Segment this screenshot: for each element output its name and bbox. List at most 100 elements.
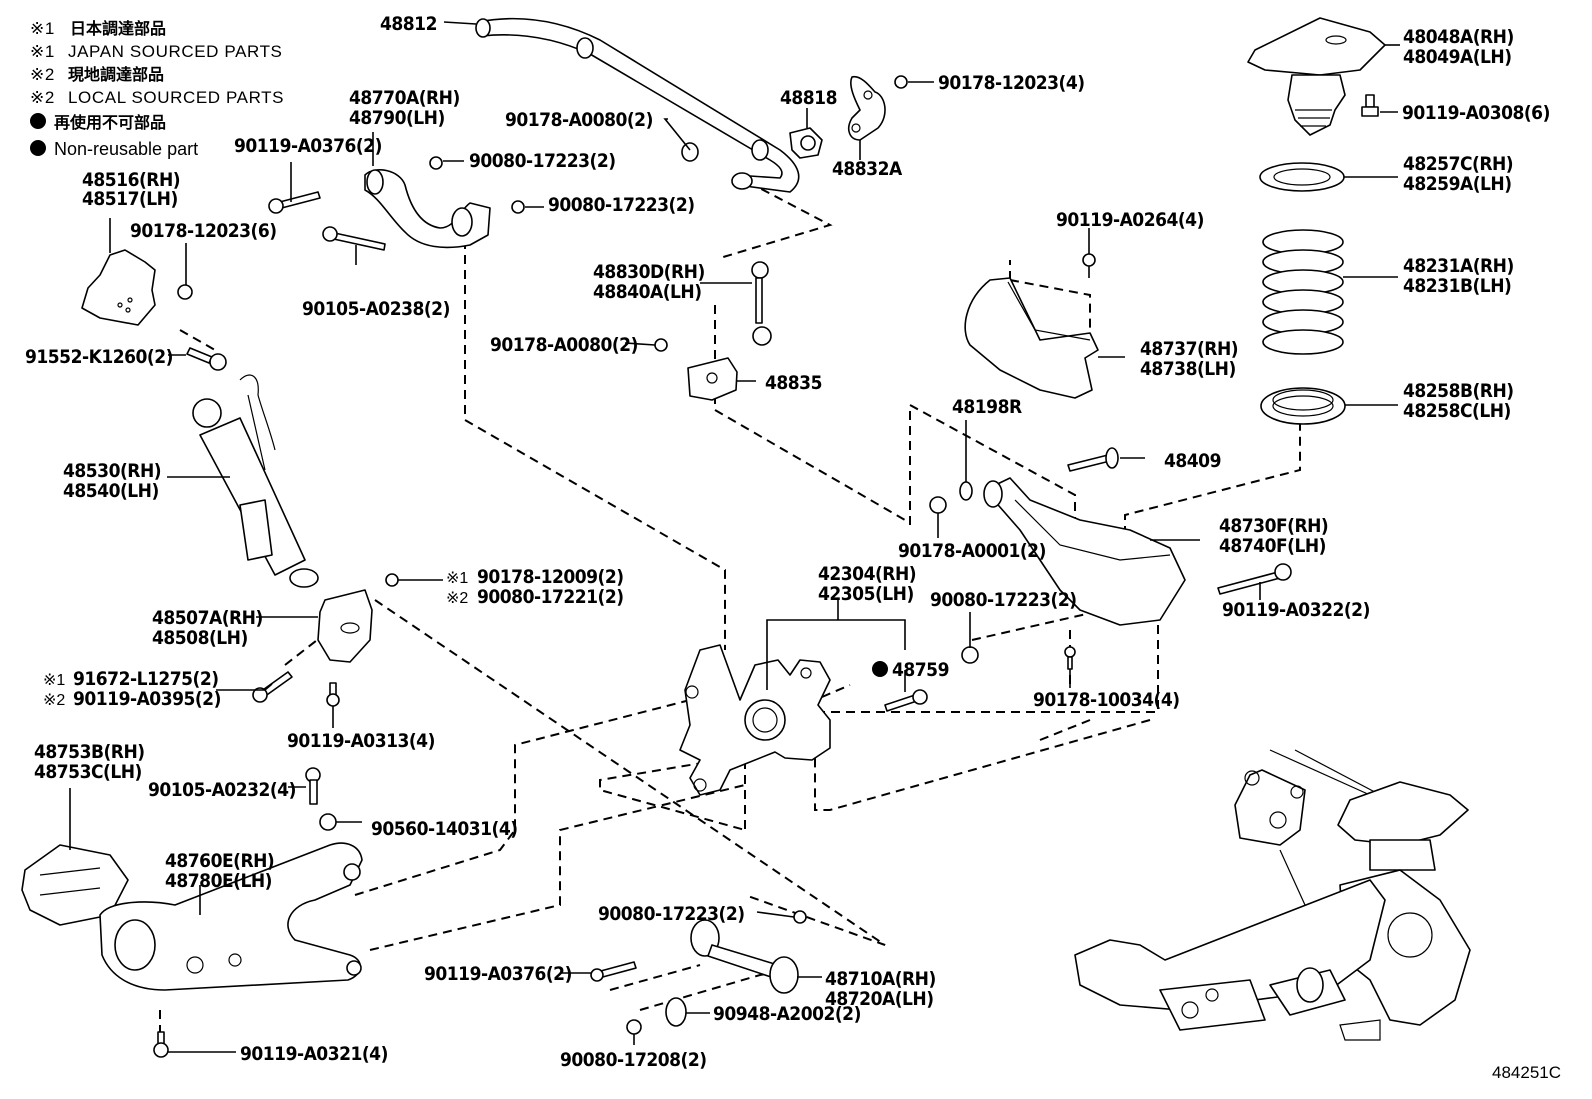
coil-spring [1262,229,1344,355]
non-reusable-dot-icon [30,113,46,129]
part-label-90178-a0080-top: 90178-A0080(2) [505,109,653,131]
nut-icon [177,284,193,300]
legend-text-nonreuse-jp: 再使用不可部品 [54,113,166,132]
hub-bolt [884,689,928,712]
bracket-bolt-vertical [326,682,340,707]
part-label-90948-a2002: 90948-A2002(2) [713,1003,861,1025]
lower-spring-insulator [1260,387,1346,425]
part-label-48760e-rh: 48760E(RH) [165,850,274,872]
cam-plate-icon [319,813,337,831]
spring-cover [964,277,1099,399]
grommet-bolt [1064,646,1076,670]
part-label-42304-rh: 42304(RH) [818,563,916,585]
assembly-lines [159,181,1301,1040]
local-sourced-mark: ※2 [43,692,65,709]
part-label-90119-a0395: 90119-A0395(2) [73,688,221,710]
part-labels: 48812 48770A(RH) 48790(LH) 90119-A0376(2… [25,13,1550,1071]
part-label-48530-rh: 48530(RH) [63,460,161,482]
part-label-48737-rh: 48737(RH) [1140,338,1238,360]
part-label-48818: 48818 [780,87,837,109]
upper-control-arm [364,169,491,249]
part-label-48830d-rh: 48830D(RH) [593,261,705,283]
part-label-48720a-lh: 48720A(LH) [825,988,934,1010]
part-label-48231b-lh: 48231B(LH) [1403,275,1511,297]
legend-text-japan-jp: 日本調達部品 [70,19,166,38]
shock-upper-bolt [186,347,227,371]
stabilizer-bar [475,17,800,193]
part-label-90119-a0376-bot: 90119-A0376(2) [424,963,572,985]
part-label-91672-l1275: 91672-L1275(2) [73,668,219,690]
legend-text-local-jp: 現地調達部品 [68,65,164,84]
rear-lower-arm-no2 [983,477,1186,626]
lower-control-arm [99,842,363,991]
part-label-90080-17221: 90080-17221(2) [477,586,624,608]
illustration-reference-code: 484251C [1492,1063,1561,1082]
part-label-90178-12023-6: 90178-12023(6) [130,220,277,242]
toe-adjust-bolt [1067,447,1119,472]
nut-icon [961,646,979,664]
link-bracket [687,357,738,401]
part-label-91552-k1260: 91552-K1260(2) [25,346,173,368]
part-label-90119-a0264: 90119-A0264(4) [1056,209,1204,231]
leader-lines [69,21,1400,1053]
lower-arm-bolt [153,1031,169,1058]
nut-icon [429,156,443,170]
part-label-48516-rh: 48516(RH) [82,169,180,191]
japan-sourced-mark: ※1 [43,672,65,689]
lower-arm-no2-bolt [1217,563,1292,595]
upper-spring-insulator [1259,162,1345,192]
part-label-90080-17223-d: 90080-17223(2) [598,903,745,925]
part-label-48840a-lh: 48840A(LH) [593,281,702,303]
nut-icon [385,573,399,587]
part-label-48259a-lh: 48259A(LH) [1403,173,1512,195]
legend-text-nonreuse-en: Non-reusable part [54,139,198,159]
part-label-90178-12023-4: 90178-12023(4) [938,72,1085,94]
snap-ring-icon [959,481,973,501]
nut-icon [626,1019,642,1035]
part-label-48832a: 48832A [832,158,903,180]
part-label-48730f-rh: 48730F(RH) [1219,515,1328,537]
stabilizer-bushing [789,127,823,159]
part-label-48231a-rh: 48231A(RH) [1403,255,1514,277]
assembled-view-illustration [1074,749,1471,1041]
legend: ※1 日本調達部品 ※1 JAPAN SOURCED PARTS ※2 現地調達… [30,19,284,159]
part-label-48048a-rh: 48048A(RH) [1403,26,1514,48]
part-label-48508-lh: 48508(LH) [152,627,248,649]
part-label-90080-17223-a: 90080-17223(2) [469,150,616,172]
part-label-90080-17223-b: 90080-17223(2) [548,194,695,216]
part-label-48198r: 48198R [952,396,1022,418]
legend-mark-2b: ※2 [30,88,55,107]
cover-bolt [1082,253,1096,278]
part-label-48507a-rh: 48507A(RH) [152,607,263,629]
upper-arm-bolt-2 [322,226,386,251]
shock-absorber [192,374,319,588]
part-label-48835: 48835 [765,372,822,394]
local-sourced-mark: ※2 [446,590,468,607]
part-label-90119-a0321: 90119-A0321(4) [240,1043,388,1065]
part-label-48770a-rh: 48770A(RH) [349,87,460,109]
part-label-48258c-lh: 48258C(LH) [1403,400,1511,422]
part-label-48049a-lh: 48049A(LH) [1403,46,1512,68]
cam-bolt [305,767,321,805]
part-label-48710a-rh: 48710A(RH) [825,968,936,990]
legend-mark-1b: ※1 [30,42,55,61]
bracket-bolt [252,671,293,703]
part-label-90105-a0232: 90105-A0232(4) [148,779,296,801]
part-label-90119-a0376: 90119-A0376(2) [234,135,382,157]
japan-sourced-mark: ※1 [446,570,468,587]
legend-text-local-en: LOCAL SOURCED PARTS [68,88,284,107]
part-label-90080-17223-c: 90080-17223(2) [930,589,1077,611]
part-label-48790-lh: 48790(LH) [349,107,445,129]
part-label-90105-a0238: 90105-A0238(2) [302,298,450,320]
shock-bracket-plate [81,249,156,326]
part-label-48759: 48759 [892,659,949,681]
shock-lower-bracket [317,589,373,663]
legend-mark-1: ※1 [30,19,55,38]
part-label-48517-lh: 48517(LH) [82,188,178,210]
non-reusable-dot-icon [30,140,46,156]
part-label-90178-a0080-mid: 90178-A0080(2) [490,334,638,356]
stabilizer-bracket [848,75,886,141]
cam-plate-icon [665,997,687,1027]
part-label-90119-a0313: 90119-A0313(4) [287,730,435,752]
